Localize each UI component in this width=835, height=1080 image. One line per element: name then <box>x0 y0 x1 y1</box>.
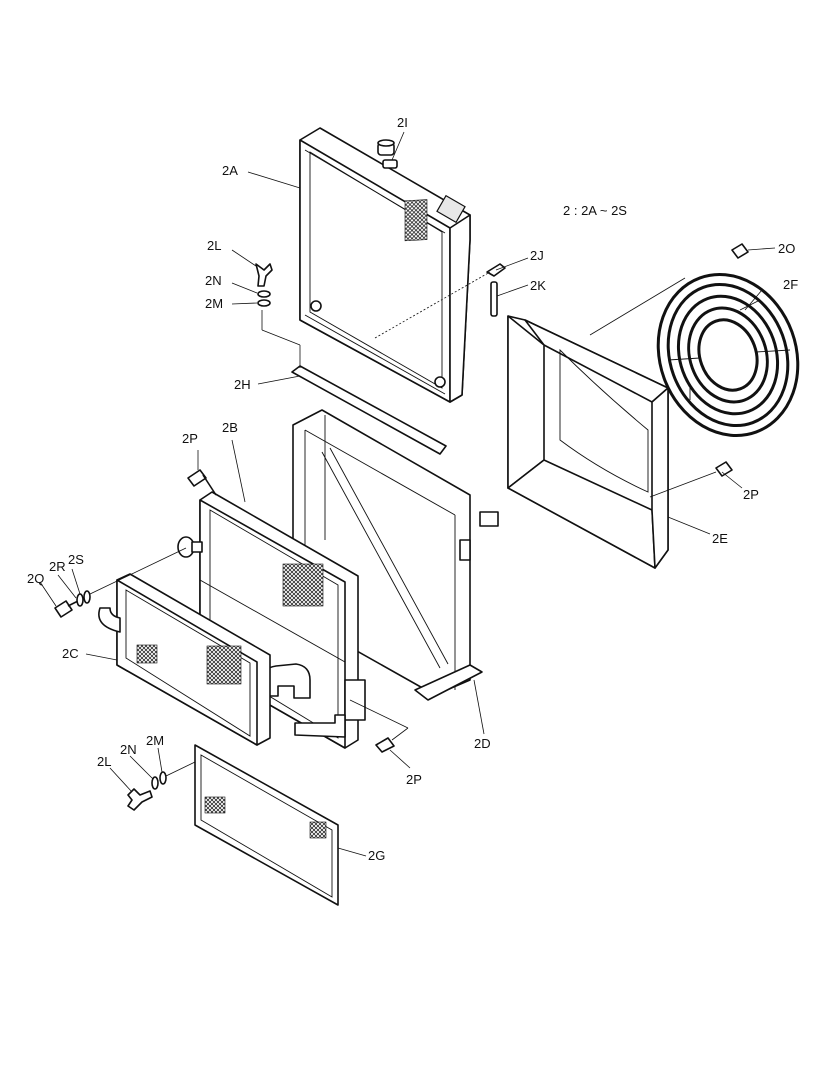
fan-shroud-2E <box>507 277 686 569</box>
label-2J: 2J <box>530 248 544 263</box>
pin-2K <box>490 281 529 317</box>
washer-2M-bottom <box>159 771 167 785</box>
label-2L-top: 2L <box>207 238 221 253</box>
bolt-2P-bottom <box>349 699 409 753</box>
label-2S: 2S <box>68 552 84 567</box>
label-2P-top: 2P <box>182 431 198 446</box>
fan-guard-2F <box>656 273 800 437</box>
label-2C: 2C <box>62 646 79 661</box>
label-2L-bottom: 2L <box>97 754 111 769</box>
label-2F: 2F <box>783 277 798 292</box>
label-2N-top: 2N <box>205 273 222 288</box>
label-2Q: 2Q <box>27 571 44 586</box>
label-2G: 2G <box>368 848 385 863</box>
bolt-2O <box>731 243 776 259</box>
wing-bolt-2L-top <box>255 263 273 287</box>
label-2A: 2A <box>222 163 238 178</box>
bolt-2P-right <box>649 461 733 498</box>
washer-2N-bottom <box>151 776 159 790</box>
cover-plate-2G <box>194 744 339 906</box>
label-2P-right: 2P <box>743 487 759 502</box>
label-2H: 2H <box>234 377 251 392</box>
label-2O: 2O <box>778 241 795 256</box>
bracket-2B-left <box>177 536 203 558</box>
wing-bolt-2L-bottom <box>127 788 153 811</box>
label-2N-bottom: 2N <box>120 742 137 757</box>
radiator-2A <box>299 127 471 403</box>
oil-cooler-2C <box>98 573 271 746</box>
label-2D: 2D <box>474 736 491 751</box>
washer-2M-top <box>257 299 271 307</box>
washer-2S <box>83 590 91 604</box>
label-2K: 2K <box>530 278 546 293</box>
washer-2N-top <box>257 290 271 298</box>
label-2B: 2B <box>222 420 238 435</box>
bracket-2J <box>486 257 529 277</box>
label-2I: 2I <box>397 115 408 130</box>
strip-2H <box>261 310 447 455</box>
label-2E: 2E <box>712 531 728 546</box>
label-2P-bottom: 2P <box>406 772 422 787</box>
bolt-2Q <box>54 599 81 618</box>
note-range: 2 : 2A ~ 2S <box>563 203 627 218</box>
label-2R: 2R <box>49 559 66 574</box>
washer-2R <box>76 593 84 607</box>
label-2M-top: 2M <box>205 296 223 311</box>
label-2M-bottom: 2M <box>146 733 164 748</box>
bolt-2P-top <box>187 469 217 496</box>
